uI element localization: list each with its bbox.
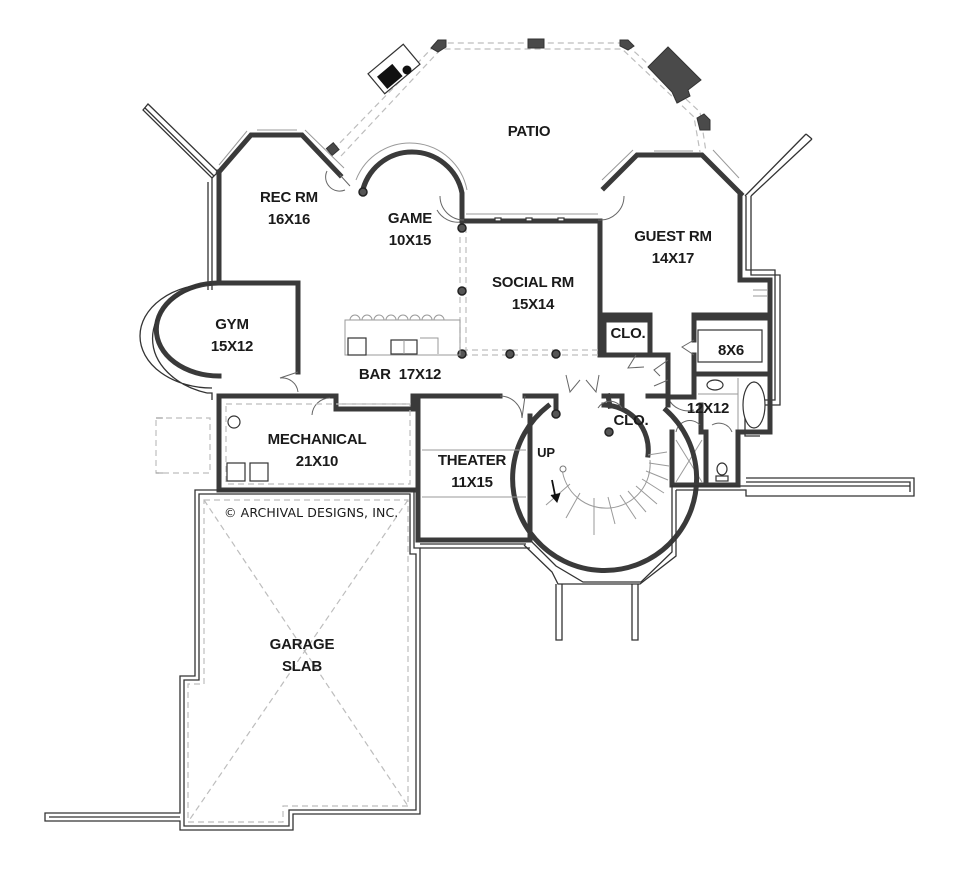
spiral-staircase — [510, 393, 700, 574]
stair-up-text: UP — [537, 445, 555, 460]
rec-rm-size: 16X16 — [267, 211, 311, 228]
game-room-arc — [355, 142, 468, 223]
mechanical-size: 21X10 — [295, 453, 339, 470]
game-size: 10X15 — [388, 232, 432, 249]
room-label-clo-stair: CLO. — [613, 410, 648, 432]
patio-outline — [325, 38, 711, 157]
storage-size: 8X6 — [717, 342, 745, 359]
social-rm-size: 15X14 — [511, 296, 555, 313]
room-label-guest-rm: GUEST RM 14X17 — [634, 226, 712, 270]
stair-direction-label: UP — [537, 442, 555, 464]
patio-name: PATIO — [507, 123, 551, 140]
garage-slab — [44, 489, 530, 831]
mechanical-name: MECHANICAL — [267, 431, 367, 448]
theater-room — [415, 395, 533, 543]
guest-room-walls — [597, 133, 813, 437]
rec-rm-name: REC RM — [260, 189, 318, 206]
rec-room-walls — [215, 129, 351, 192]
social-rm-name: SOCIAL RM — [491, 274, 575, 291]
room-label-bar: BAR 17X12 — [359, 364, 441, 386]
room-label-rec-rm: REC RM 16X16 — [260, 187, 318, 231]
theater-size: 11X15 — [451, 474, 493, 491]
gym-name: GYM — [215, 316, 249, 333]
guest-rm-size: 14X17 — [651, 250, 695, 267]
game-name: GAME — [387, 210, 433, 227]
front-entry — [523, 477, 915, 641]
copyright-notice: © ARCHIVAL DESIGNS, INC. — [224, 505, 399, 520]
guest-rm-name: GUEST RM — [634, 228, 712, 245]
garage-name: GARAGE — [269, 636, 335, 653]
room-label-patio: PATIO — [508, 121, 551, 143]
room-label-bath: 12X12 — [686, 398, 730, 420]
bath-size: 12X12 — [686, 400, 730, 417]
bar-name: BAR — [358, 366, 391, 383]
clo-upper-name: CLO. — [610, 325, 646, 342]
bar-counter — [279, 314, 461, 393]
room-label-social-rm: SOCIAL RM 15X14 — [492, 272, 574, 316]
clo-stair-name: CLO. — [613, 412, 649, 429]
storage-and-bath — [665, 315, 773, 488]
gym-size: 15X12 — [210, 338, 254, 355]
room-label-game: GAME 10X15 — [388, 208, 432, 252]
main-walls — [139, 169, 625, 412]
bar-size: 17X12 — [398, 366, 442, 383]
room-label-garage: GARAGE SLAB — [270, 634, 335, 678]
room-label-gym: GYM 15X12 — [210, 314, 254, 358]
hall-closets — [565, 317, 695, 412]
theater-name: THEATER — [437, 452, 507, 469]
grill-icon — [367, 43, 421, 95]
room-label-mechanical: MECHANICAL 21X10 — [268, 429, 367, 473]
room-label-clo-upper: CLO. — [610, 323, 645, 345]
garage-name-2: SLAB — [281, 658, 323, 675]
left-wing-wall — [142, 103, 219, 179]
room-label-storage: 8X6 — [718, 340, 744, 362]
room-label-theater: THEATER 11X15 — [437, 450, 507, 494]
